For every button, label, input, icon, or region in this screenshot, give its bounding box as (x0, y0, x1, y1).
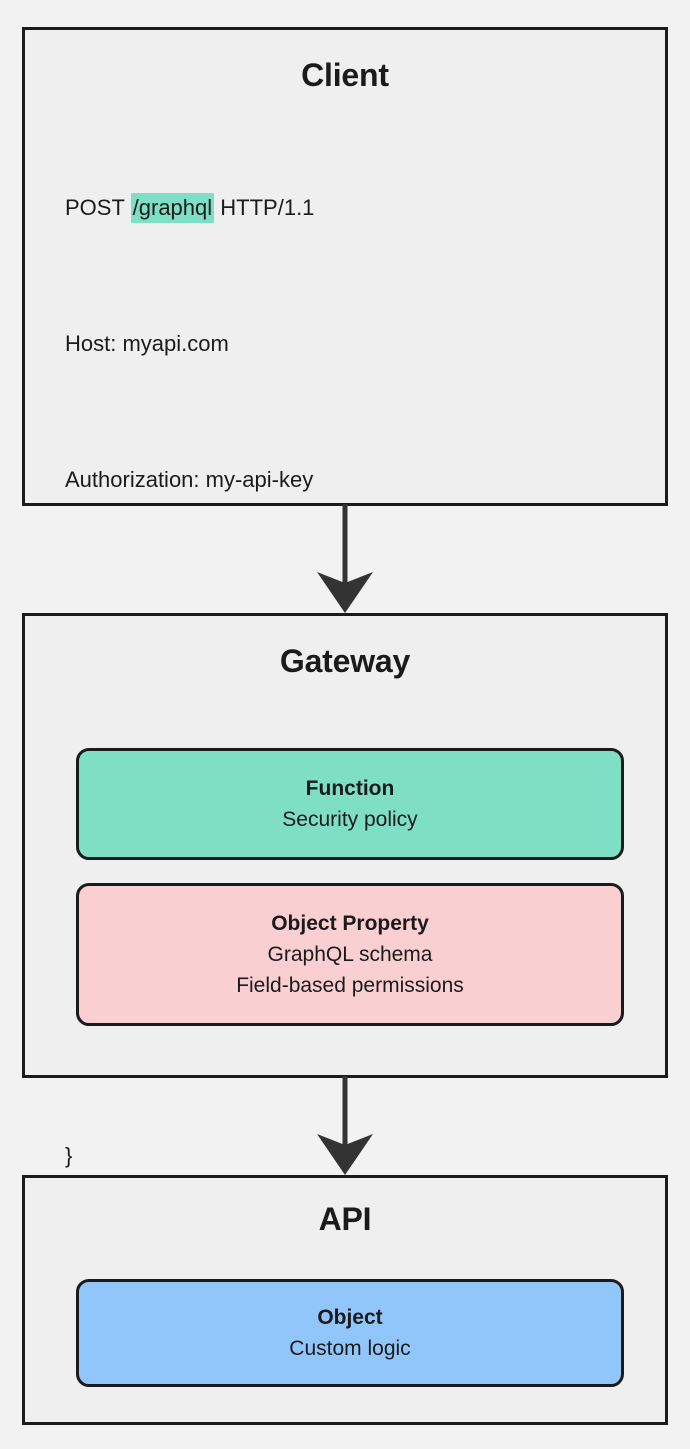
card-object-title: Object (317, 1305, 383, 1329)
stage-client: Client POST /graphql HTTP/1.1 Host: myap… (22, 27, 668, 1168)
stage-api: API Object Custom logic (22, 1175, 668, 1425)
header-host-text: Host: myapi.com (65, 331, 229, 356)
request-header-host: Host: myapi.com (65, 327, 665, 361)
body-close-brace: } (65, 1139, 665, 1173)
card-object-property-title: Object Property (271, 911, 429, 935)
card-object-property[interactable]: Object Property GraphQL schema Field-bas… (76, 883, 624, 1026)
card-object-line-1: Custom logic (289, 1336, 411, 1360)
card-function-title: Function (305, 776, 395, 800)
request-method: POST (65, 195, 125, 220)
stage-gateway: Gateway Function Security policy Object … (22, 613, 668, 1078)
card-object[interactable]: Object Custom logic (76, 1279, 624, 1387)
stage-gateway-title: Gateway (279, 643, 411, 679)
header-authorization-text: Authorization: my-api-key (65, 467, 314, 492)
request-line-method: POST /graphql HTTP/1.1 (65, 191, 665, 225)
card-function-line-1: Security policy (282, 807, 418, 831)
body-close-brace-text: } (65, 1143, 73, 1168)
card-function[interactable]: Function Security policy (76, 748, 624, 860)
card-object-property-line-1: GraphQL schema (267, 942, 433, 966)
request-path-highlight: /graphql (130, 193, 215, 223)
stage-client-title: Client (301, 57, 389, 93)
request-protocol: HTTP/1.1 (220, 195, 315, 220)
request-header-authorization: Authorization: my-api-key (65, 463, 665, 497)
card-object-property-line-2: Field-based permissions (236, 973, 464, 997)
stage-api-title: API (318, 1201, 372, 1237)
